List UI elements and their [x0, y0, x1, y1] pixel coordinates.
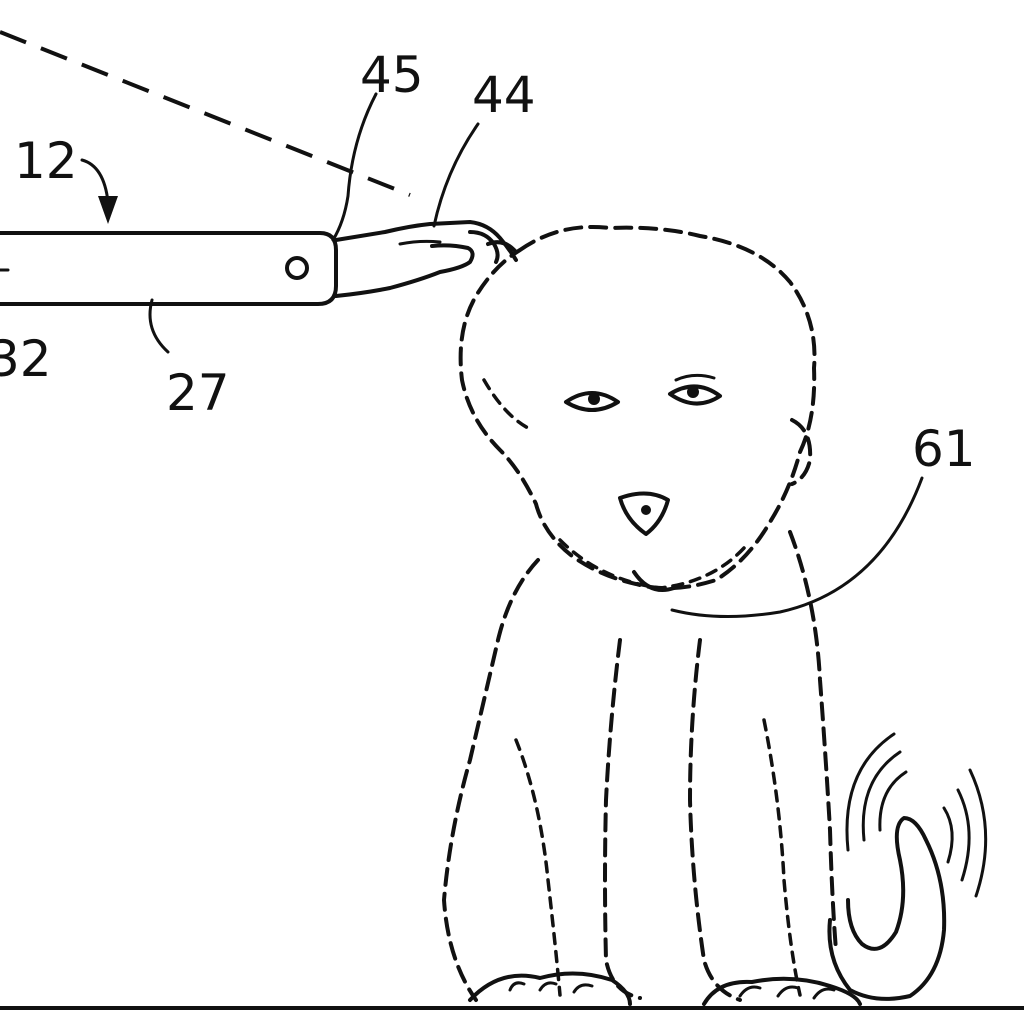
tail-motion-icon	[847, 734, 986, 896]
ref-32: 32	[0, 330, 52, 388]
ref-45: 45	[360, 46, 424, 104]
leader-44	[434, 124, 478, 226]
pivot-icon	[287, 258, 307, 278]
ref-44: 44	[472, 66, 536, 124]
tip-assembly	[336, 222, 516, 296]
leader-27	[150, 300, 168, 352]
ref-61: 61	[912, 420, 976, 478]
leader-12	[82, 160, 118, 224]
ref-12: 12	[14, 132, 78, 190]
ref-27: 27	[166, 364, 230, 422]
